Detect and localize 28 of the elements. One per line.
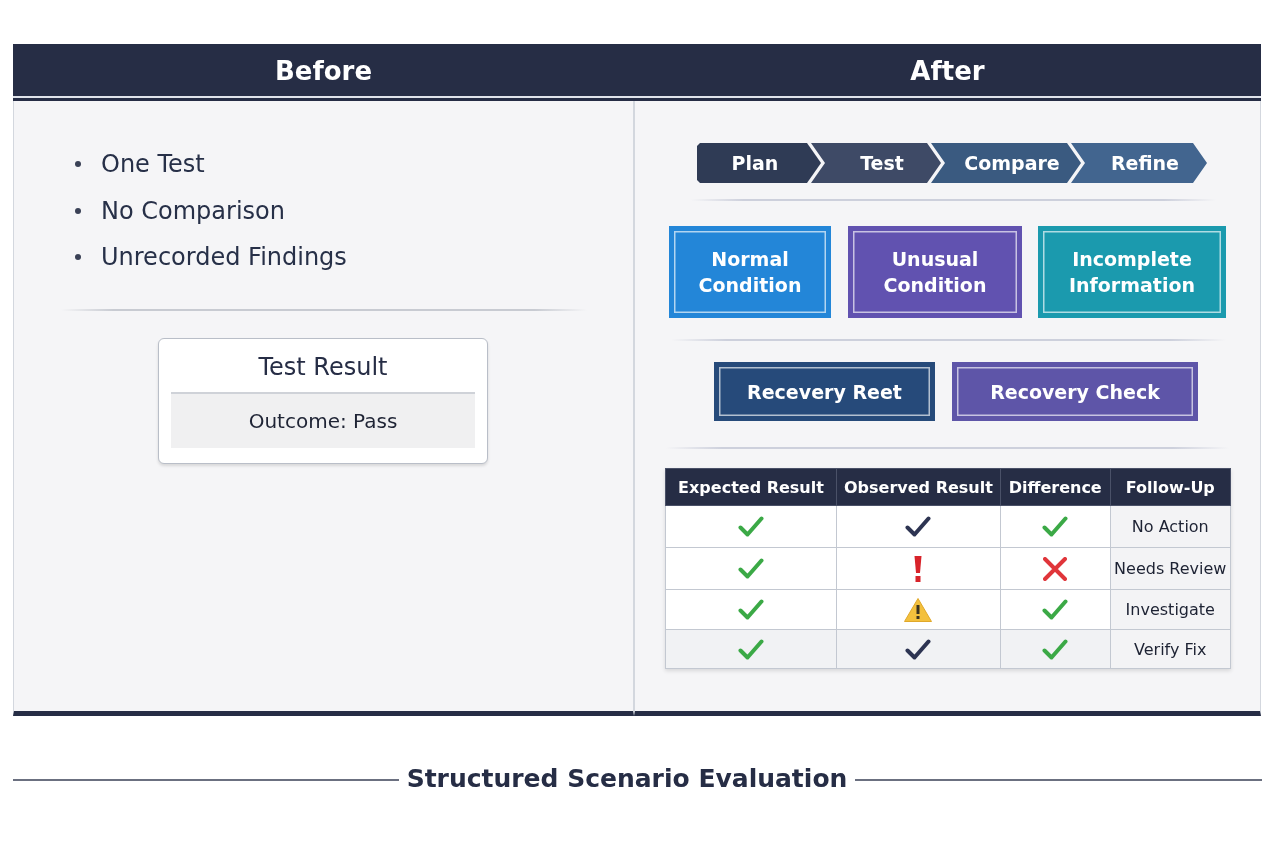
column-header: Difference (1000, 468, 1111, 506)
chevron-step: Compare (931, 143, 1081, 183)
panel-header: After (634, 44, 1261, 101)
before-panel (13, 44, 634, 716)
column-header: Expected Result (665, 468, 837, 506)
category-box: Incomplete Information (1038, 226, 1226, 318)
chevron-step: Plan (697, 143, 821, 183)
panel-header: Before (13, 44, 634, 101)
after-panel (634, 44, 1261, 716)
table-cell: Verify Fix (1110, 629, 1231, 669)
card-title: Test Result (257, 352, 389, 382)
action-box: Recovery Check (952, 362, 1198, 421)
table-cell: No Action (1110, 505, 1231, 548)
category-box: Unusual Condition (848, 226, 1022, 318)
action-box: Recevery Reet (714, 362, 935, 421)
bullet-text: No Comparison (101, 195, 285, 227)
table-cell: Investigate (1110, 589, 1231, 630)
result-row: Outcome: Pass (171, 392, 475, 448)
chevron-step: Refine (1071, 143, 1207, 183)
caption-text: Structured Scenario Evaluation (405, 763, 849, 795)
column-header: Observed Result (836, 468, 1001, 506)
result-card (158, 338, 488, 464)
bullet-text: One Test (101, 149, 205, 180)
bullet-text: Unrecorded Findings (101, 242, 347, 273)
table-cell: Needs Review (1110, 547, 1231, 590)
column-header: Follow-Up (1110, 468, 1231, 506)
category-box: Normal Condition (669, 226, 831, 318)
chevron-step: Test (811, 143, 941, 183)
